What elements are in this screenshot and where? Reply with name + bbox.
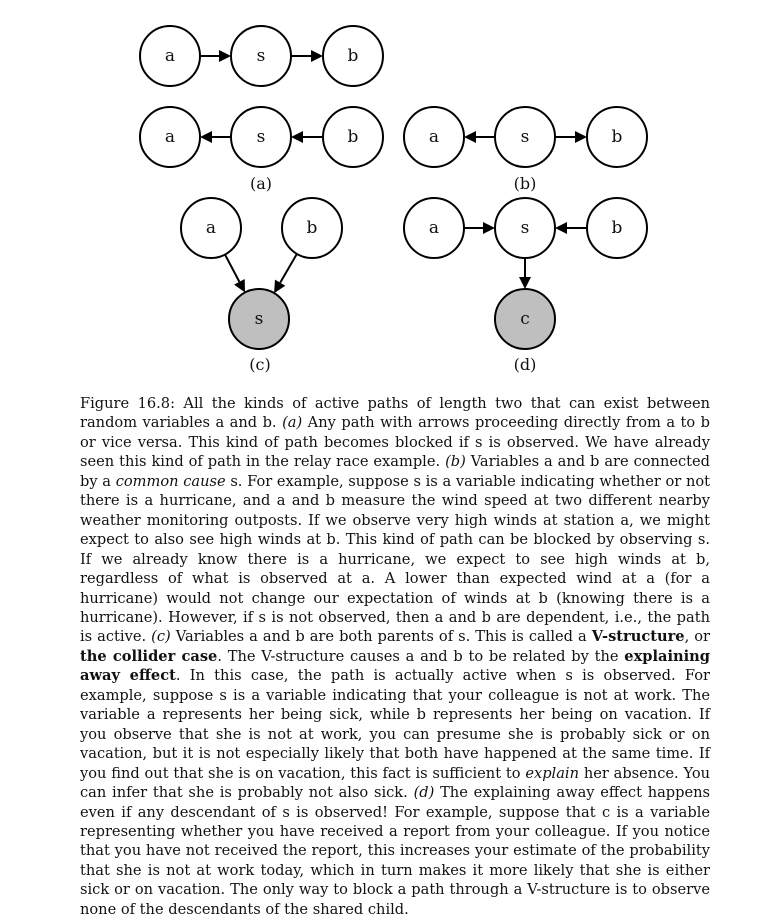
edge-ad-to-sd bbox=[464, 222, 495, 234]
caption-term-explaining-away: explaining away effect bbox=[80, 647, 710, 685]
node-circle bbox=[281, 197, 343, 259]
caption-em-explain: explain bbox=[525, 764, 579, 782]
arrowhead-icon bbox=[555, 222, 567, 234]
panel-label: (c) bbox=[249, 355, 270, 374]
caption-tag-b: (b) bbox=[445, 453, 466, 471]
node-b: b bbox=[281, 197, 343, 259]
node-label: a bbox=[429, 127, 439, 147]
node-a: a bbox=[403, 106, 465, 168]
caption-term-collider: the collider case bbox=[80, 647, 218, 665]
node-label: b bbox=[348, 127, 359, 147]
node-a: a bbox=[139, 25, 201, 87]
edge-line bbox=[279, 253, 298, 284]
node-circle bbox=[139, 106, 201, 168]
node-circle bbox=[230, 25, 292, 87]
panel-label: (b) bbox=[514, 174, 537, 193]
caption-text-c5: her absence. You can infer that she is p… bbox=[80, 764, 711, 802]
arrowhead-icon bbox=[464, 131, 476, 143]
node-s: s bbox=[230, 106, 292, 168]
edge-ac-to-sc bbox=[224, 254, 246, 293]
node-s: s bbox=[494, 106, 556, 168]
node-s-observed: s bbox=[228, 288, 290, 350]
edge-bd-to-sd bbox=[555, 222, 587, 234]
edge-b2-to-s2 bbox=[291, 131, 323, 143]
caption-text-b1: Variables a and b are connected by a bbox=[80, 453, 710, 490]
arrowhead-icon bbox=[519, 277, 531, 289]
node-b: b bbox=[586, 106, 648, 168]
edge-s2-to-a2 bbox=[200, 131, 231, 143]
caption-tag-c: (c) bbox=[151, 628, 171, 646]
node-circle bbox=[586, 106, 648, 168]
caption-text-a: Any path with arrows proceeding directly… bbox=[80, 414, 711, 471]
arrowhead-icon bbox=[483, 222, 495, 234]
edge-a1-to-s1 bbox=[200, 50, 231, 62]
node-circle bbox=[403, 197, 465, 259]
node-a: a bbox=[180, 197, 242, 259]
node-c-observed: c bbox=[494, 288, 556, 350]
edge-line bbox=[224, 254, 241, 283]
caption-tag-d: (d) bbox=[413, 784, 435, 802]
figure-diagram: a s b a s b a s b a b s a s b c (a) (b) (c) (d) bbox=[139, 25, 648, 374]
caption-tag-a: (a) bbox=[282, 414, 303, 432]
node-label: s bbox=[257, 46, 266, 66]
node-label: s bbox=[521, 218, 530, 238]
caption-text-b2: s. For example, suppose s is a variable … bbox=[80, 472, 711, 646]
arrowhead-icon bbox=[311, 50, 323, 62]
edge-sb-to-ab bbox=[464, 131, 495, 143]
caption-figure-intro: Figure 16.8: All the kinds of active pat… bbox=[80, 395, 710, 432]
node-circle bbox=[230, 106, 292, 168]
node-circle bbox=[180, 197, 242, 259]
caption-text-d: The explaining away effect happens even … bbox=[80, 784, 711, 918]
caption-em-common-cause: common cause bbox=[115, 472, 226, 490]
caption-text-c3: . The V-structure causes a and b to be r… bbox=[217, 647, 619, 665]
node-label: b bbox=[307, 218, 318, 238]
node-circle bbox=[403, 106, 465, 168]
panel-label: (d) bbox=[514, 355, 537, 374]
node-circle bbox=[322, 106, 384, 168]
node-a: a bbox=[139, 106, 201, 168]
node-circle bbox=[322, 25, 384, 87]
arrowhead-icon bbox=[291, 131, 303, 143]
node-label: b bbox=[612, 127, 623, 147]
node-s: s bbox=[494, 197, 556, 259]
arrowhead-icon bbox=[219, 50, 231, 62]
node-circle bbox=[586, 197, 648, 259]
node-b: b bbox=[322, 25, 384, 87]
node-label: s bbox=[255, 309, 264, 329]
caption-text-c1: Variables a and b are both parents of s.… bbox=[175, 628, 587, 646]
node-circle bbox=[139, 25, 201, 87]
node-label: b bbox=[348, 46, 359, 66]
node-label: s bbox=[521, 127, 530, 147]
arrowhead-icon bbox=[575, 131, 587, 143]
edge-s1-to-b1 bbox=[291, 50, 323, 62]
node-circle bbox=[494, 106, 556, 168]
caption-term-v-structure: V-structure bbox=[591, 628, 685, 646]
node-b: b bbox=[586, 197, 648, 259]
node-a: a bbox=[403, 197, 465, 259]
node-label: s bbox=[257, 127, 266, 147]
arrowhead-icon bbox=[234, 279, 246, 293]
caption-text-c2: , or bbox=[684, 628, 710, 646]
node-label: b bbox=[612, 218, 623, 238]
node-circle bbox=[494, 288, 556, 350]
arrowhead-icon bbox=[274, 279, 286, 294]
caption-text-c4: . In this case, the path is actually act… bbox=[80, 667, 710, 782]
node-b: b bbox=[322, 106, 384, 168]
node-label: c bbox=[520, 309, 530, 329]
figure-caption: Figure 16.8: All the kinds of active pat… bbox=[80, 394, 710, 919]
edge-sb-to-bb bbox=[555, 131, 587, 143]
panel-label: (a) bbox=[250, 174, 272, 193]
arrowhead-icon bbox=[200, 131, 212, 143]
node-s: s bbox=[230, 25, 292, 87]
node-label: a bbox=[206, 218, 216, 238]
edge-bc-to-sc bbox=[274, 253, 298, 294]
node-label: a bbox=[165, 127, 175, 147]
node-label: a bbox=[429, 218, 439, 238]
node-circle bbox=[494, 197, 556, 259]
edge-sd-to-cd bbox=[519, 258, 531, 289]
node-label: a bbox=[165, 46, 175, 66]
node-circle bbox=[228, 288, 290, 350]
